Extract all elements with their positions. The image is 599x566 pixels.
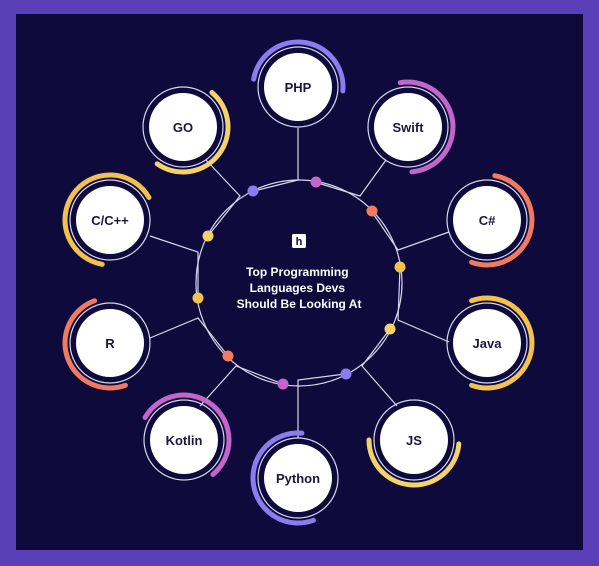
logo-badge	[292, 234, 306, 248]
node-label-go: GO	[173, 120, 193, 135]
language-node-python: Python	[250, 430, 339, 526]
node-disc-php	[264, 53, 332, 121]
node-disc-swift	[374, 93, 442, 161]
connector-dot-php	[247, 185, 259, 197]
connector-line-c	[371, 211, 450, 251]
node-disc-java	[453, 309, 521, 377]
node-label-c-c: C/C++	[91, 213, 129, 228]
connector-dots	[192, 176, 406, 390]
node-label-php: PHP	[285, 80, 312, 95]
node-disc-js	[380, 406, 448, 474]
language-node-c: C#	[446, 173, 535, 268]
node-label-swift: Swift	[392, 120, 424, 135]
connector-dot-python	[340, 368, 352, 380]
node-ring-java	[446, 302, 528, 384]
center-title-line-2: Languages Devs	[250, 281, 346, 295]
language-node-c-c: C/C++	[62, 172, 152, 267]
node-label-r: R	[105, 336, 115, 351]
node-ring-php	[257, 46, 339, 128]
connector-line-swift	[317, 159, 387, 197]
node-disc-python	[264, 444, 332, 512]
node-ring-js	[373, 399, 455, 481]
node-accent-arc-php	[251, 39, 346, 94]
node-ring-r	[69, 302, 151, 384]
node-label-kotlin: Kotlin	[166, 433, 203, 448]
language-node-php: PHP	[251, 39, 346, 128]
node-label-js: JS	[406, 433, 422, 448]
node-label-java: Java	[473, 336, 503, 351]
connector-dot-r	[222, 350, 234, 362]
connector-line-c-c	[149, 235, 199, 298]
language-node-go: GO	[142, 86, 231, 175]
connector-dot-js	[384, 323, 396, 335]
node-accent-arc-java	[469, 295, 535, 391]
connector-line-python	[297, 373, 346, 438]
center-title-line-3: Should Be Looking At	[237, 297, 362, 311]
connector-line-r	[149, 317, 229, 357]
connector-dot-c-c	[192, 292, 204, 304]
node-ring-go	[142, 86, 224, 168]
language-node-java: Java	[446, 295, 535, 391]
node-ring-swift	[367, 86, 449, 168]
connector-line-go	[205, 159, 241, 237]
connector-dot-java	[394, 261, 406, 273]
node-disc-go	[149, 93, 217, 161]
connector-line-js	[361, 328, 398, 407]
node-accent-arc-python	[250, 430, 316, 526]
center-title-line-1: Top Programming	[246, 265, 348, 279]
node-disc-r	[76, 309, 144, 377]
language-node-r: R	[62, 298, 151, 391]
node-label-python: Python	[276, 471, 320, 486]
node-accent-arc-js	[366, 437, 462, 488]
node-accent-arc-c	[469, 173, 535, 268]
node-accent-arc-swift	[397, 79, 456, 175]
node-ring-kotlin	[143, 399, 225, 481]
node-accent-arc-go	[154, 90, 231, 175]
connector-line-java	[397, 266, 450, 343]
center-title: Top Programming Languages Devs Should Be…	[237, 265, 362, 311]
connector-dot-swift	[310, 176, 322, 188]
node-accent-arc-c-c	[62, 172, 152, 267]
language-node-swift: Swift	[367, 79, 456, 175]
logo-mark: h	[292, 234, 306, 248]
node-accent-arc-kotlin	[142, 392, 232, 477]
node-accent-arc-r	[62, 298, 128, 391]
node-ring-c-c	[69, 179, 151, 261]
node-ring-c	[446, 179, 528, 261]
node-ring-python	[257, 437, 339, 519]
connector-lines	[149, 128, 450, 438]
language-node-js: JS	[366, 399, 462, 488]
logo-letter: h	[296, 236, 303, 248]
connector-line-kotlin	[199, 365, 284, 407]
language-node-kotlin: Kotlin	[142, 392, 232, 481]
node-disc-kotlin	[150, 406, 218, 474]
node-label-c: C#	[479, 213, 496, 228]
connector-dot-go	[202, 230, 214, 242]
connector-dot-c	[366, 205, 378, 217]
hub-ring	[195, 179, 403, 387]
node-disc-c-c	[76, 186, 144, 254]
node-disc-c	[453, 186, 521, 254]
connector-dot-kotlin	[277, 378, 289, 390]
